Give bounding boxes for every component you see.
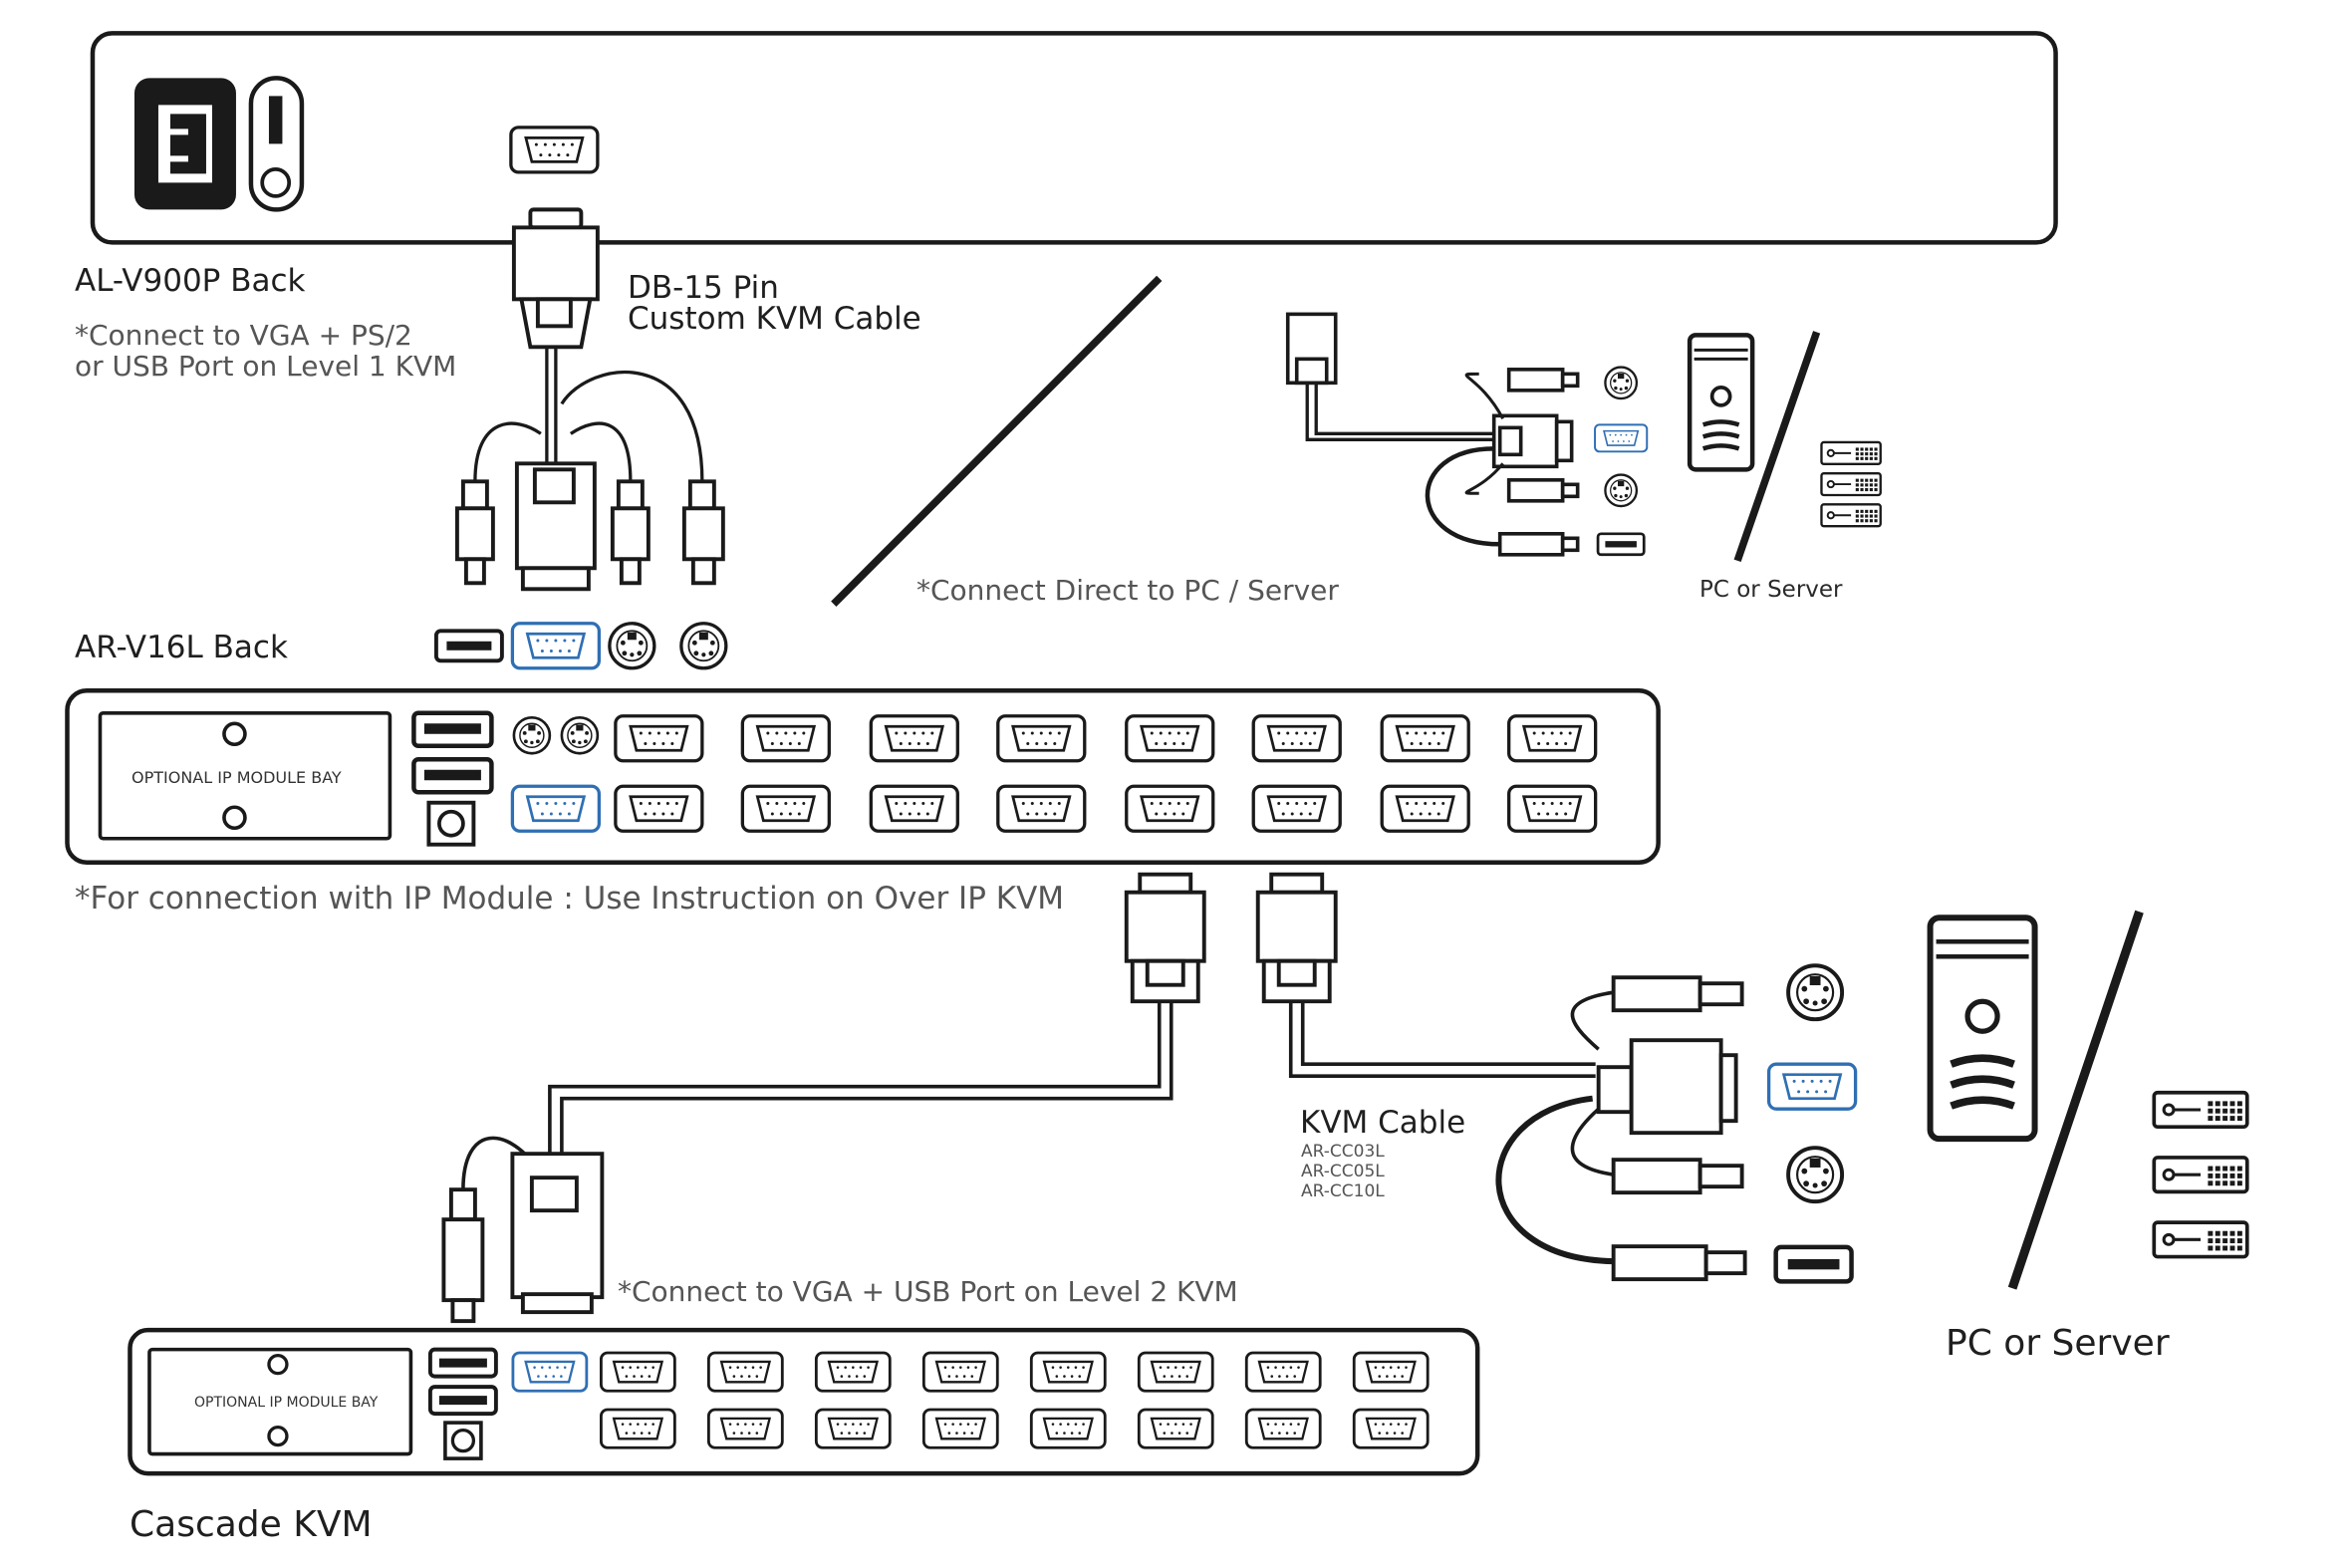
vga-port-icon — [1380, 714, 1470, 763]
pc-or-server-label-small: PC or Server — [1699, 577, 1843, 603]
divider-line — [831, 275, 1163, 607]
vga-port-icon — [1125, 784, 1215, 833]
server-rack-icon — [1820, 440, 1882, 528]
divider-slash — [2007, 910, 2144, 1290]
db15-label-line-2: Custom KVM Cable — [628, 301, 921, 337]
db15-custom-kvm-cable — [454, 207, 725, 592]
ip-module-bay — [147, 1347, 413, 1456]
usb-port-icon — [1776, 1247, 1852, 1281]
usb-port-icon — [427, 1385, 498, 1417]
kvm-cable — [1288, 990, 1614, 1265]
vga-port-icon — [510, 784, 602, 833]
pc-tower-icon — [1927, 915, 2038, 1143]
vga-port-icon — [706, 1408, 784, 1449]
kvm-cable-model-1: AR-CC03L — [1301, 1142, 1385, 1162]
vga-port-icon — [706, 1351, 784, 1393]
vga-port-icon — [509, 126, 600, 174]
ip-module-note: *For connection with IP Module : Use Ins… — [75, 881, 1065, 916]
vga-port-icon — [921, 1408, 999, 1449]
vga-port-icon — [1380, 784, 1470, 833]
ps2-port-icon — [1786, 963, 1845, 1022]
vga-port-icon — [511, 1351, 589, 1393]
ps2-port-icon — [512, 715, 552, 755]
db15-connector-icon — [1124, 872, 1338, 1004]
vga-port-icon — [740, 714, 831, 763]
kvm-cable-connector — [1596, 975, 1747, 1282]
al-v900p-back-label: AL-V900P Back — [75, 263, 306, 299]
ps2-port-icon — [608, 622, 656, 670]
vga-port-icon — [1507, 714, 1598, 763]
vga-port-icon — [614, 714, 704, 763]
ip-module-bay-label: OPTIONAL IP MODULE BAY — [131, 768, 342, 787]
kvm-cable-model-3: AR-CC10L — [1301, 1181, 1385, 1201]
vga-port-icon — [996, 714, 1087, 763]
usb-port-icon — [433, 629, 504, 663]
usb-port-icon — [411, 710, 494, 749]
vga-port-icon — [869, 714, 959, 763]
vga-port-icon — [1352, 1351, 1430, 1393]
vga-port-icon — [1251, 714, 1342, 763]
server-rack-icon — [2152, 1090, 2249, 1259]
vga-port-icon — [1029, 1351, 1107, 1393]
pc-tower-icon — [1687, 333, 1755, 472]
power-jack-icon — [443, 1421, 483, 1460]
vga-port-icon — [510, 622, 602, 670]
vga-port-icon — [1507, 784, 1598, 833]
vga-port-icon — [1137, 1408, 1214, 1449]
power-jack-icon — [426, 800, 476, 847]
kvm-cable-label: KVM Cable — [1300, 1105, 1466, 1141]
vga-usb-level2-note: *Connect to VGA + USB Port on Level 2 KV… — [618, 1275, 1238, 1308]
vga-port-icon — [814, 1351, 892, 1393]
vga-port-icon — [921, 1351, 999, 1393]
ps2-port-icon — [1604, 366, 1639, 400]
vga-port-icon — [1251, 784, 1342, 833]
al-v900p-note-line-2: or USB Port on Level 1 KVM — [75, 350, 457, 383]
ps2-port-icon — [679, 622, 728, 670]
vga-port-icon — [1244, 1408, 1322, 1449]
vga-port-icon — [996, 784, 1087, 833]
divider-slash — [1733, 331, 1821, 563]
vga-port-icon — [1352, 1408, 1430, 1449]
pc-or-server-label-large: PC or Server — [1946, 1323, 2170, 1364]
kvm-cable-model-2: AR-CC05L — [1301, 1162, 1385, 1181]
vga-port-icon — [614, 784, 704, 833]
vga-port-icon — [1244, 1351, 1322, 1393]
ar-v16l-back-label: AR-V16L Back — [75, 630, 288, 665]
cascade-ip-module-bay-label: OPTIONAL IP MODULE BAY — [194, 1395, 379, 1411]
vga-port-icon — [814, 1408, 892, 1449]
db15-label-line-1: DB-15 Pin — [628, 270, 779, 306]
vga-port-icon — [869, 784, 959, 833]
vga-port-icon — [740, 784, 831, 833]
ps2-port-icon — [1786, 1146, 1845, 1204]
usb-port-icon — [411, 757, 494, 795]
ps2-port-icon — [560, 715, 600, 755]
vga-port-icon — [1594, 423, 1649, 453]
ip-module-bay — [98, 710, 392, 841]
vga-port-icon — [1029, 1408, 1107, 1449]
vga-port-icon — [1766, 1062, 1858, 1111]
usb-port-icon — [427, 1347, 498, 1379]
cascade-connector — [441, 1152, 605, 1324]
al-v900p-note-line-1: *Connect to VGA + PS/2 — [75, 319, 412, 352]
direct-connect-note: *Connect Direct to PC / Server — [916, 574, 1339, 607]
vga-port-icon — [599, 1408, 676, 1449]
vga-port-icon — [1125, 714, 1215, 763]
power-inlet-icon — [133, 78, 236, 210]
vga-port-icon — [599, 1351, 676, 1393]
al-v900p-back-panel — [90, 31, 2058, 245]
usb-port-icon — [1596, 532, 1646, 557]
vga-port-icon — [1137, 1351, 1214, 1393]
direct-kvm-cable — [1285, 312, 1580, 557]
ps2-port-icon — [1604, 473, 1639, 508]
cascade-kvm-label: Cascade KVM — [130, 1504, 373, 1545]
power-switch-icon — [248, 76, 305, 212]
